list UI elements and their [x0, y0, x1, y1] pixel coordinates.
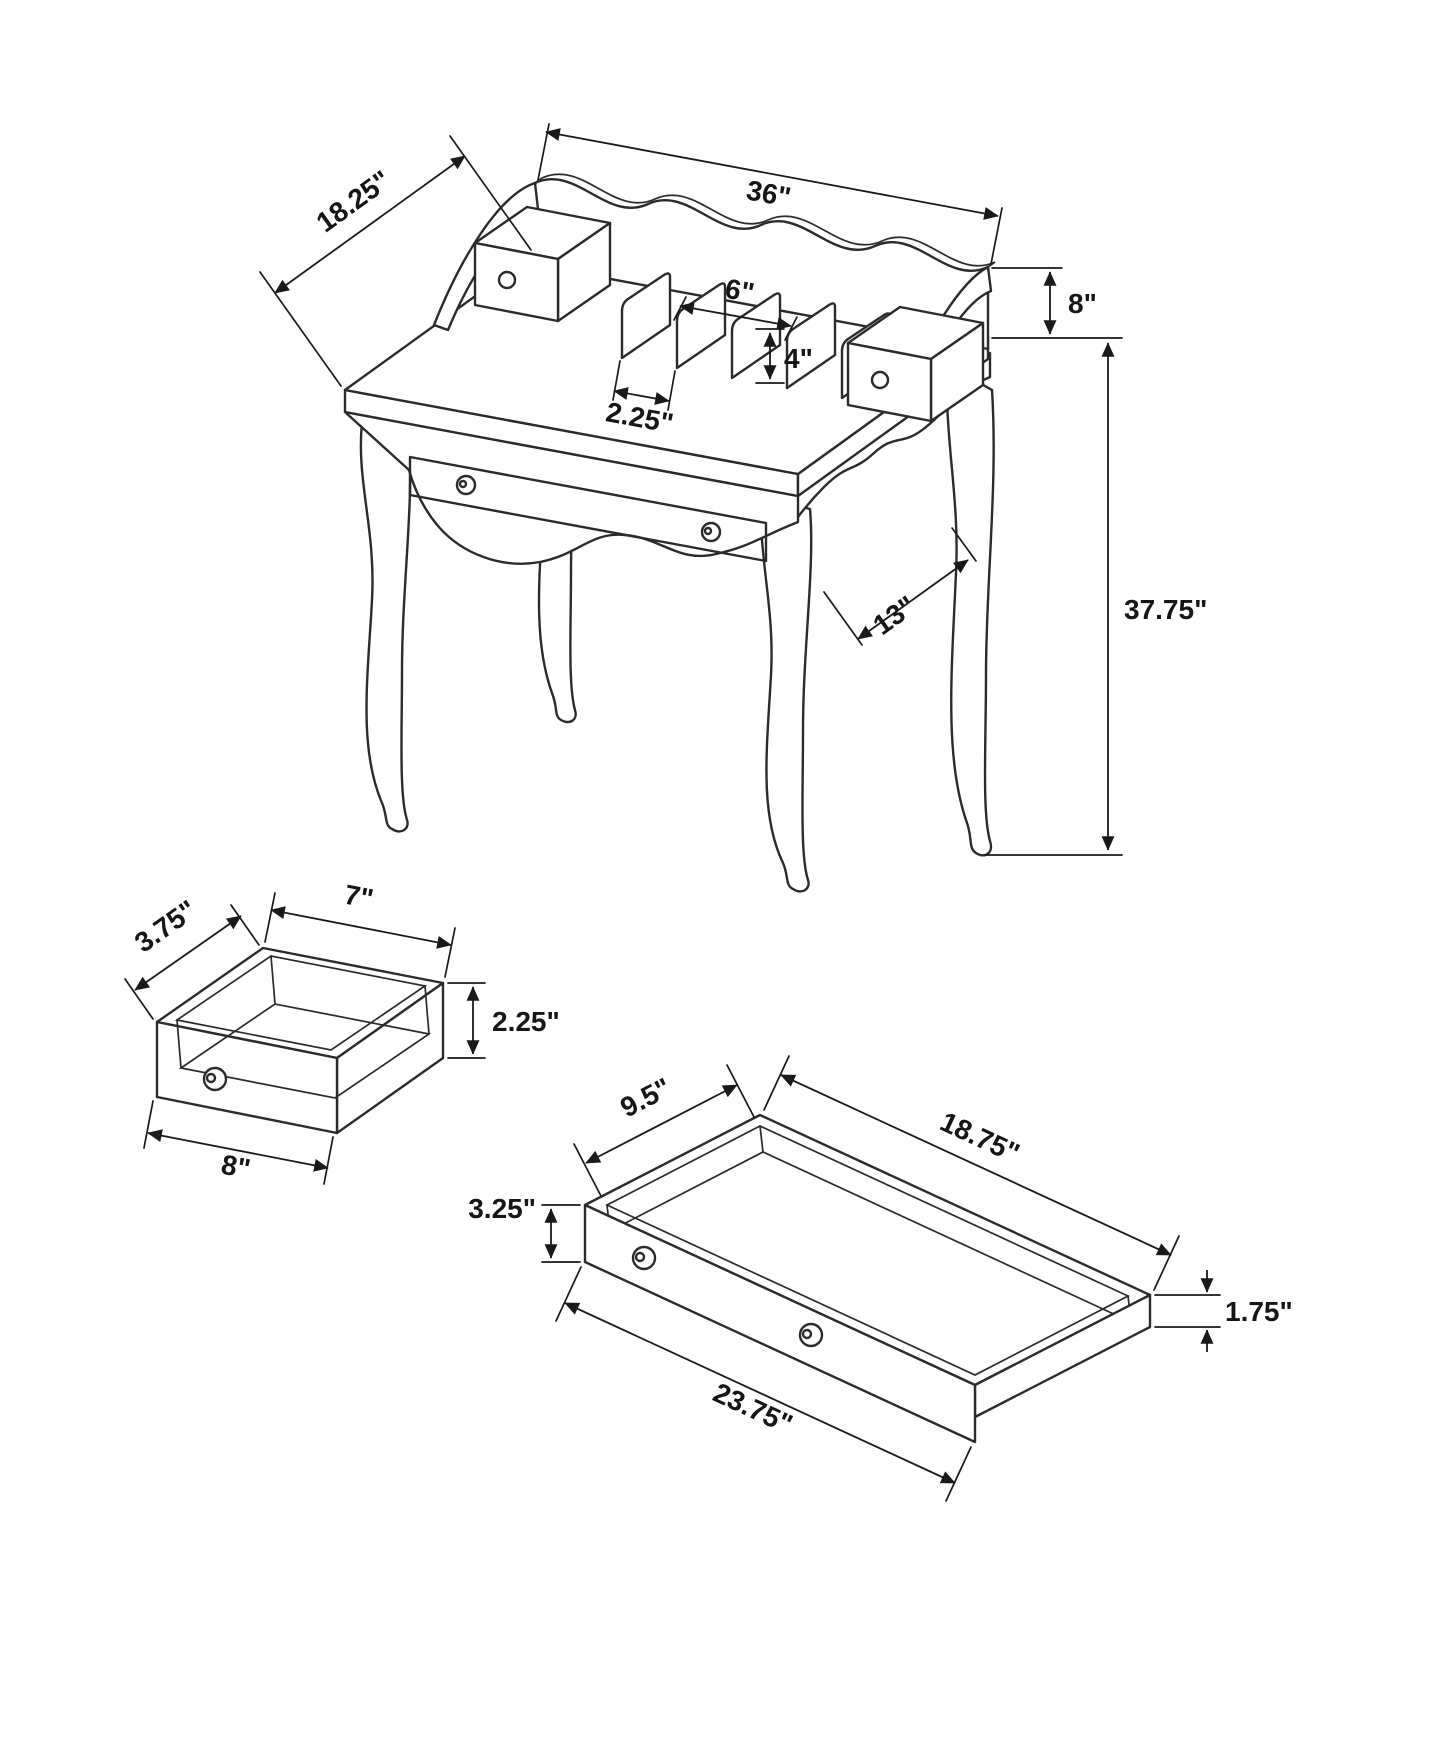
drawer-knob	[631, 1245, 657, 1271]
dim-large-drawer-inner-depth: 9.5"	[615, 1072, 676, 1123]
cabriole-leg-front-left	[359, 421, 412, 833]
dimension-gallery-height: 8"	[991, 267, 1097, 335]
dim-desk-overall-height: 37.75"	[1124, 594, 1207, 625]
dimension-divider-height: 4"	[755, 328, 813, 384]
drawer-knob	[798, 1322, 824, 1348]
dimension-small-drawer-height: 2.25"	[447, 982, 560, 1059]
dim-desk-width: 36"	[744, 174, 793, 213]
dimension-desk-width: 36"	[537, 123, 1003, 265]
drawer-knob	[497, 270, 517, 290]
small-drawer-inner-corner	[270, 955, 276, 1005]
drawer-knob	[202, 1066, 228, 1092]
dim-large-drawer-inner-width: 18.75"	[936, 1106, 1025, 1169]
dim-small-drawer-depth: 3.75"	[129, 894, 202, 958]
desk-isometric-view: 18.25" 36" 8" 6" 4"	[259, 123, 1207, 893]
dimension-small-drawer-width: 8"	[143, 1100, 334, 1185]
dim-desk-depth: 18.25"	[311, 164, 397, 238]
large-drawer-view: 9.5" 18.75" 3.25" 1.75" 23.75"	[468, 1055, 1293, 1502]
dim-small-drawer-height: 2.25"	[492, 1006, 560, 1037]
small-drawer-inner-corner	[424, 985, 430, 1035]
small-drawer-view: 3.75" 7" 2.25" 8"	[124, 879, 560, 1185]
dim-desk-side-depth: 13"	[867, 590, 921, 641]
dimension-small-drawer-inner-width: 7"	[264, 879, 456, 978]
dimension-large-drawer-side-height: 1.75"	[1154, 1270, 1293, 1352]
large-drawer-inner-corner	[759, 1125, 764, 1153]
dimension-large-drawer-front-height: 3.25"	[468, 1193, 581, 1263]
dim-large-drawer-side-height: 1.75"	[1225, 1296, 1293, 1327]
dim-large-drawer-front-height: 3.25"	[468, 1193, 536, 1224]
drawer-knob	[700, 521, 722, 543]
hutch-right-drawer	[846, 305, 985, 423]
dim-desk-gallery-height: 8"	[1068, 288, 1097, 319]
dim-desk-divider-height: 4"	[784, 343, 813, 374]
dim-large-drawer-width: 23.75"	[709, 1377, 798, 1440]
desk-drawer-front	[408, 455, 768, 563]
cabriole-leg-front-right	[759, 493, 813, 893]
dimension-overall-height: 37.75"	[984, 337, 1207, 856]
drawer-knob	[870, 370, 890, 390]
cabriole-leg-back-right	[945, 363, 995, 857]
small-drawer-front-face	[155, 1020, 339, 1135]
dim-small-drawer-width: 8"	[219, 1149, 253, 1185]
mail-divider-slat	[620, 272, 672, 360]
small-drawer-inner-corner	[176, 1019, 182, 1069]
drawer-knob	[455, 474, 477, 496]
dim-desk-slot-width: 6"	[723, 273, 757, 309]
dimension-slot-width: 6"	[673, 273, 798, 341]
dim-small-drawer-inner-width: 7"	[342, 879, 376, 915]
